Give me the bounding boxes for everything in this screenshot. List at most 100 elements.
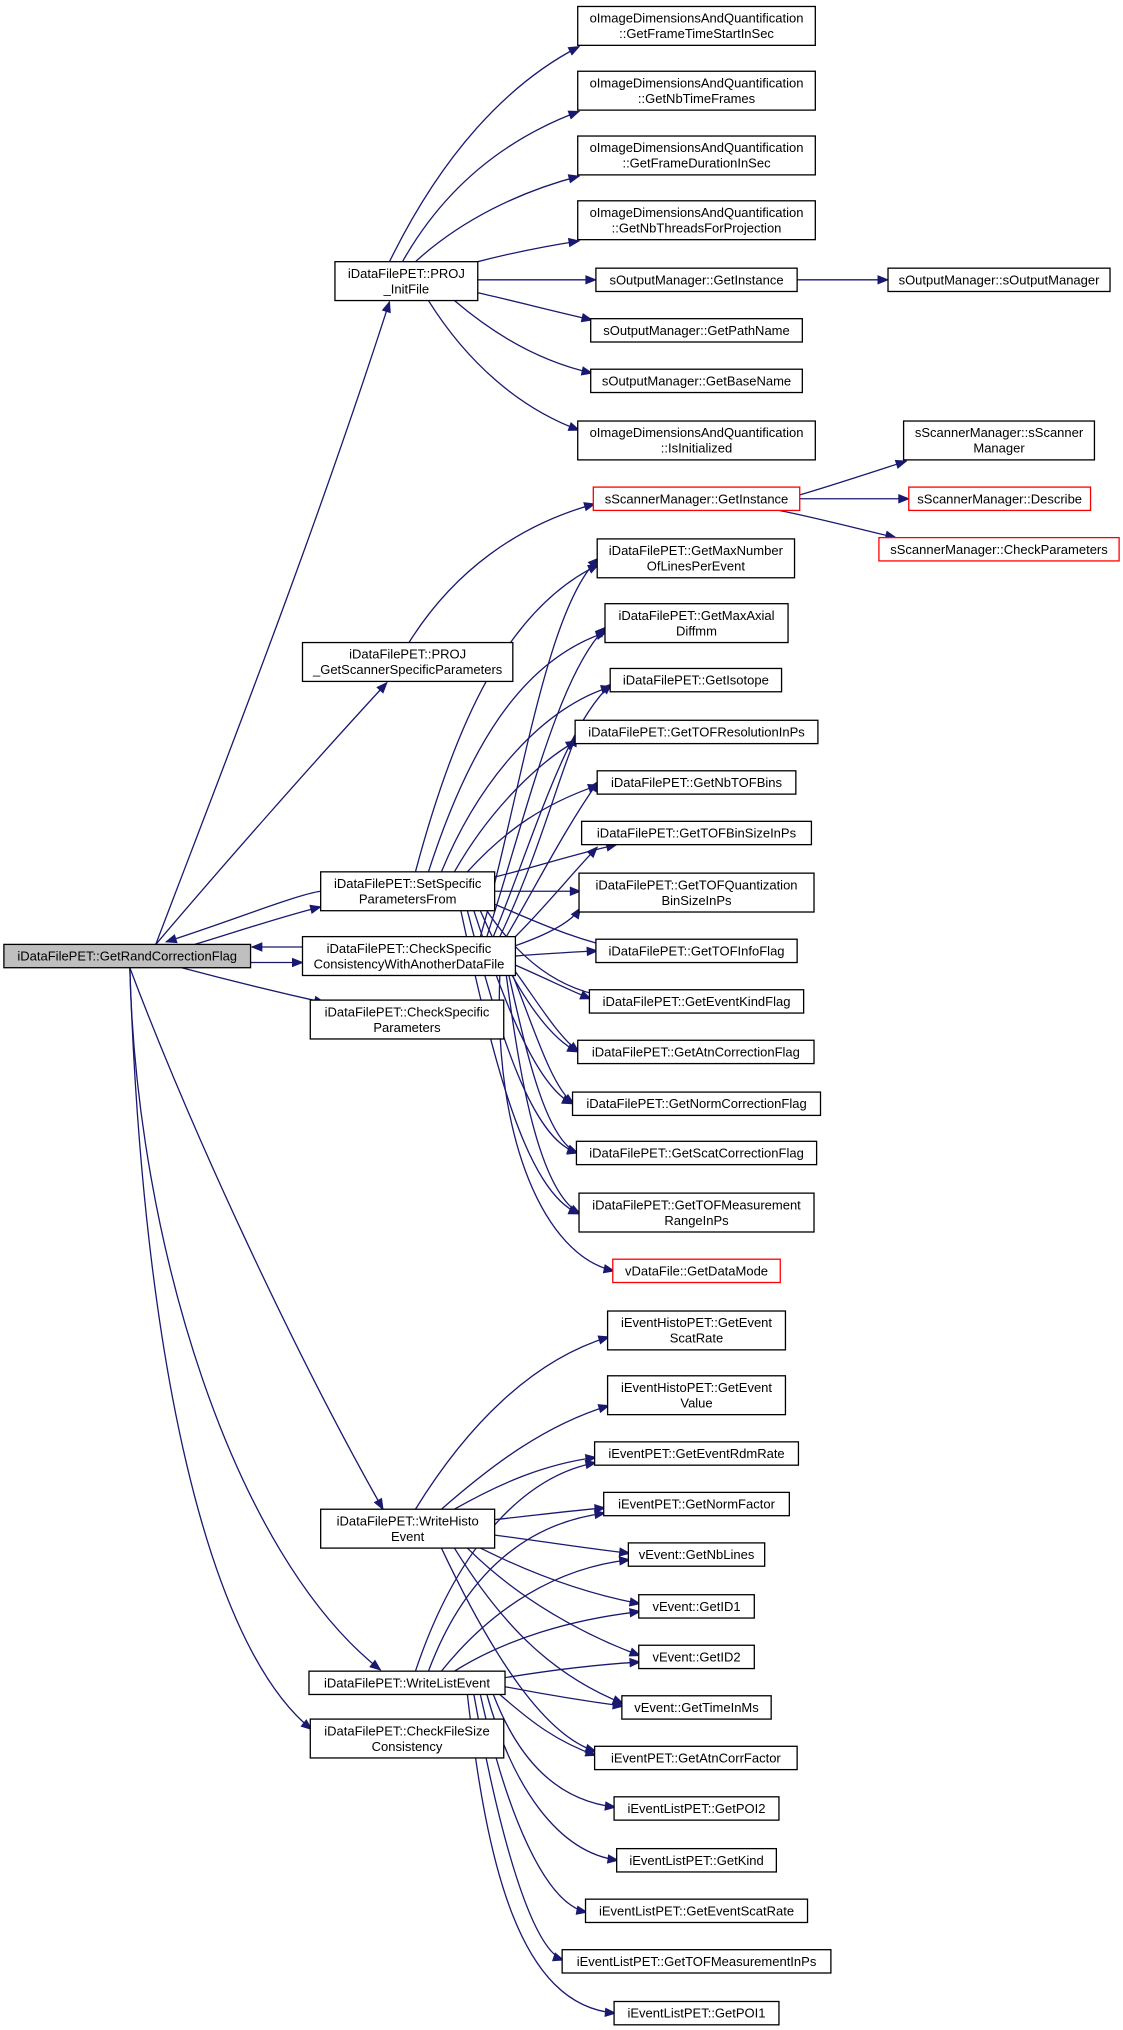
node-scanparams[interactable]: iDataFilePET::PROJ_GetScannerSpecificPar…: [301, 641, 514, 683]
call-edge-checkconsist-eventkind: [515, 964, 592, 1000]
node-isotope[interactable]: iDataFilePET::GetIsotope: [609, 667, 783, 693]
call-edge-ssm_inst-ssm_desc: [799, 494, 911, 504]
node-el-poi1[interactable]: iEventListPET::GetPOI1: [613, 2000, 780, 2026]
node-el-poi2[interactable]: iEventListPET::GetPOI2: [613, 1796, 780, 1821]
node-label: ::IsInitialized: [661, 441, 733, 456]
node-normcorr[interactable]: iDataFilePET::GetNormCorrectionFlag: [571, 1091, 822, 1117]
node-checkconsist[interactable]: iDataFilePET::CheckSpecificConsistencyWi…: [301, 935, 517, 977]
node-ssm-check[interactable]: sScannerManager::CheckParameters: [878, 536, 1120, 562]
node-label: RangeInPs: [664, 1213, 729, 1228]
call-edge-checkconsist-tofbin: [514, 846, 599, 938]
call-edge-ssm_inst-ssm_check: [778, 509, 898, 540]
node-label: ScatRate: [670, 1331, 723, 1346]
node-maxlines[interactable]: iDataFilePET::GetMaxNumberOfLinesPerEven…: [596, 538, 796, 579]
node-label: iEventListPET::GetPOI1: [628, 2006, 766, 2021]
function-nodes: iDataFilePET::GetRandCorrectionFlagiData…: [3, 5, 1120, 2026]
node-oim-dur[interactable]: oImageDimensionsAndQuantification::GetFr…: [577, 135, 816, 176]
node-scatcorr[interactable]: iDataFilePET::GetScatCorrectionFlag: [575, 1140, 818, 1166]
node-ssm-desc[interactable]: sScannerManager::Describe: [908, 486, 1092, 512]
node-label: vEvent::GetID2: [652, 1649, 740, 1664]
node-label: ::GetNbThreadsForProjection: [612, 220, 782, 235]
node-label: iDataFilePET::GetTOFInfoFlag: [608, 943, 784, 958]
node-label: iDataFilePET::GetMaxNumber: [609, 543, 784, 558]
node-tofres[interactable]: iDataFilePET::GetTOFResolutionInPs: [574, 719, 819, 745]
node-el-kind[interactable]: iEventListPET::GetKind: [616, 1847, 778, 1873]
node-label: oImageDimensionsAndQuantification: [590, 140, 804, 155]
call-edge-writelist-ep_norm: [427, 1509, 607, 1672]
call-edge-writelist-ve_nbl: [440, 1556, 631, 1672]
call-edge-writelist-ep_atn: [499, 1693, 598, 1757]
node-datamode[interactable]: vDataFile::GetDataMode: [612, 1258, 781, 1284]
node-ve-id1[interactable]: vEvent::GetID1: [638, 1594, 755, 1619]
node-ve-time[interactable]: vEvent::GetTimeInMs: [621, 1695, 772, 1720]
node-som-path[interactable]: sOutputManager::GetPathName: [590, 318, 803, 343]
node-label: iEventListPET::GetTOFMeasurementInPs: [577, 1954, 817, 1969]
call-edge-checkconsist-tofres: [499, 734, 578, 937]
node-label: iDataFilePET::GetTOFResolutionInPs: [588, 724, 805, 739]
node-initfile[interactable]: iDataFilePET::PROJ_InitFile: [334, 261, 479, 302]
node-ssm-ctor[interactable]: sScannerManager::sScannerManager: [902, 420, 1096, 461]
call-edge-initfile-oim_start: [388, 46, 581, 262]
call-edge-writelist-ve_id2: [504, 1657, 642, 1679]
node-label: iEventPET::GetNormFactor: [618, 1497, 775, 1512]
node-tofquant[interactable]: iDataFilePET::GetTOFQuantizationBinSizeI…: [578, 872, 815, 913]
node-ve-id2[interactable]: vEvent::GetID2: [638, 1644, 755, 1670]
node-nbtof[interactable]: iDataFilePET::GetNbTOFBins: [596, 770, 797, 795]
node-eventkind[interactable]: iDataFilePET::GetEventKindFlag: [588, 989, 805, 1014]
node-atncorr[interactable]: iDataFilePET::GetAtnCorrectionFlag: [577, 1039, 815, 1065]
node-tofinfo[interactable]: iDataFilePET::GetTOFInfoFlag: [595, 938, 798, 964]
node-writelist[interactable]: iDataFilePET::WriteListEvent: [308, 1670, 506, 1696]
call-edge-root-scanparams: [155, 681, 388, 945]
call-edge-writehisto-eh_val: [440, 1404, 611, 1510]
node-label: ::GetFrameTimeStartInSec: [619, 26, 774, 41]
node-label: iDataFilePET::GetTOFQuantization: [595, 877, 797, 892]
node-eh-scat[interactable]: iEventHistoPET::GetEventScatRate: [606, 1310, 787, 1351]
call-edge-writelist-ve_id1: [454, 1608, 642, 1672]
node-label: iEventHistoPET::GetEvent: [621, 1315, 772, 1330]
call-edge-writehisto-eh_scat: [414, 1335, 611, 1510]
node-som-base[interactable]: sOutputManager::GetBaseName: [590, 368, 803, 394]
node-label: ParametersFrom: [359, 892, 457, 907]
node-tofbin[interactable]: iDataFilePET::GetTOFBinSizeInPs: [580, 820, 813, 846]
node-ep-norm[interactable]: iEventPET::GetNormFactor: [603, 1491, 790, 1517]
node-ssm-inst[interactable]: sScannerManager::GetInstance: [592, 486, 801, 512]
node-label: Consistency: [372, 1739, 443, 1754]
call-edge-checkconsist-tofquant: [515, 906, 582, 947]
call-edge-writelist-el_poi2: [492, 1694, 617, 1811]
node-label: iDataFilePET::PROJ: [348, 266, 465, 281]
call-edge-initfile-som_base: [453, 300, 594, 376]
node-label: iDataFilePET::GetAtnCorrectionFlag: [592, 1044, 800, 1059]
node-oim-thr[interactable]: oImageDimensionsAndQuantification::GetNb…: [577, 200, 816, 241]
node-oim-nbtf[interactable]: oImageDimensionsAndQuantification::GetNb…: [577, 70, 816, 111]
node-label: ::GetFrameDurationInSec: [622, 156, 771, 171]
node-label: sScannerManager::sScanner: [915, 425, 1084, 440]
call-edge-writehisto-ep_rdm: [454, 1454, 598, 1510]
call-edge-checkconsist-maxlines: [479, 557, 600, 937]
call-edge-setspecific-root: [164, 890, 321, 944]
call-edge-initfile-oim_dur: [415, 174, 581, 263]
call-edge-initfile-oim_nbtf: [401, 110, 581, 263]
node-som-ctor[interactable]: sOutputManager::sOutputManager: [887, 267, 1111, 293]
node-oim-init[interactable]: oImageDimensionsAndQuantification::IsIni…: [577, 420, 816, 461]
node-ve-nbl[interactable]: vEvent::GetNbLines: [627, 1542, 766, 1567]
call-edge-checkconsist-normcorr: [512, 975, 575, 1105]
node-ep-rdm[interactable]: iEventPET::GetEventRdmRate: [593, 1441, 800, 1466]
node-oim-start[interactable]: oImageDimensionsAndQuantification::GetFr…: [577, 5, 816, 46]
call-edge-initfile-oim_init: [427, 300, 581, 431]
node-label: Parameters: [373, 1020, 441, 1035]
node-label: iDataFilePET::GetScatCorrectionFlag: [589, 1145, 804, 1160]
node-ep-atn[interactable]: iEventPET::GetAtnCorrFactor: [593, 1745, 798, 1771]
node-el-scat[interactable]: iEventListPET::GetEventScatRate: [584, 1898, 809, 1924]
call-edge-writehisto-ve_id1: [480, 1547, 642, 1607]
node-el-tofm[interactable]: iEventListPET::GetTOFMeasurementInPs: [561, 1949, 832, 1974]
node-som-inst[interactable]: sOutputManager::GetInstance: [595, 267, 798, 293]
node-label: iEventListPET::GetKind: [629, 1853, 763, 1868]
node-label: oImageDimensionsAndQuantification: [590, 75, 804, 90]
